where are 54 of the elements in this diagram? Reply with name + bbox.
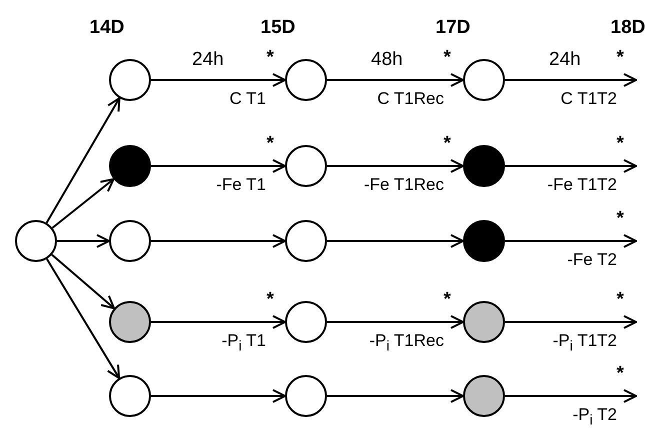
arrow (151, 234, 286, 248)
asterisk-mark: * (616, 134, 624, 154)
asterisk-mark: * (266, 48, 274, 68)
sample-circle (463, 220, 505, 262)
arrow (327, 315, 464, 329)
sample-circle (15, 220, 57, 262)
asterisk-mark: * (616, 364, 624, 384)
sample-circle (109, 220, 151, 262)
sample-circle (463, 301, 505, 343)
sample-circle (285, 220, 327, 262)
arrow (327, 389, 464, 403)
sample-circle (109, 59, 151, 101)
sample-circle (285, 59, 327, 101)
asterisk-mark: * (444, 290, 451, 310)
sample-circle (463, 59, 505, 101)
arrow (151, 315, 286, 329)
sample-circle (285, 375, 327, 417)
asterisk-mark: * (266, 134, 274, 154)
day-label: 17D (436, 18, 470, 38)
sample-circle (463, 375, 505, 417)
arrow (505, 234, 637, 248)
day-label: 18D (610, 18, 645, 38)
arrow (46, 258, 120, 380)
arrow (327, 234, 464, 248)
arrow (327, 73, 464, 87)
sample-circle (463, 145, 505, 187)
arrow (505, 73, 637, 87)
day-label: 15D (260, 18, 296, 38)
sample-circle (109, 145, 151, 187)
arrow (505, 315, 637, 329)
sample-circle (109, 301, 151, 343)
sample-circle (285, 301, 327, 343)
arrow (57, 234, 110, 248)
asterisk-mark: * (444, 134, 451, 154)
arrow (151, 73, 286, 87)
arrow (327, 159, 464, 173)
sample-circle (109, 375, 151, 417)
arrow (52, 178, 115, 229)
asterisk-mark: * (266, 290, 274, 310)
asterisk-mark: * (444, 48, 451, 68)
arrow (51, 254, 116, 310)
arrow (505, 159, 637, 173)
arrow (151, 159, 286, 173)
asterisk-mark: * (616, 48, 624, 68)
arrow (505, 389, 637, 403)
arrow (151, 389, 286, 403)
duration-label: 24h (192, 50, 224, 70)
arrow (46, 97, 120, 224)
day-label: 14D (90, 18, 124, 38)
asterisk-mark: * (616, 290, 624, 310)
duration-label: 24h (549, 50, 581, 70)
asterisk-mark: * (616, 209, 624, 229)
sample-circle (285, 145, 327, 187)
duration-label: 48h (371, 50, 403, 70)
